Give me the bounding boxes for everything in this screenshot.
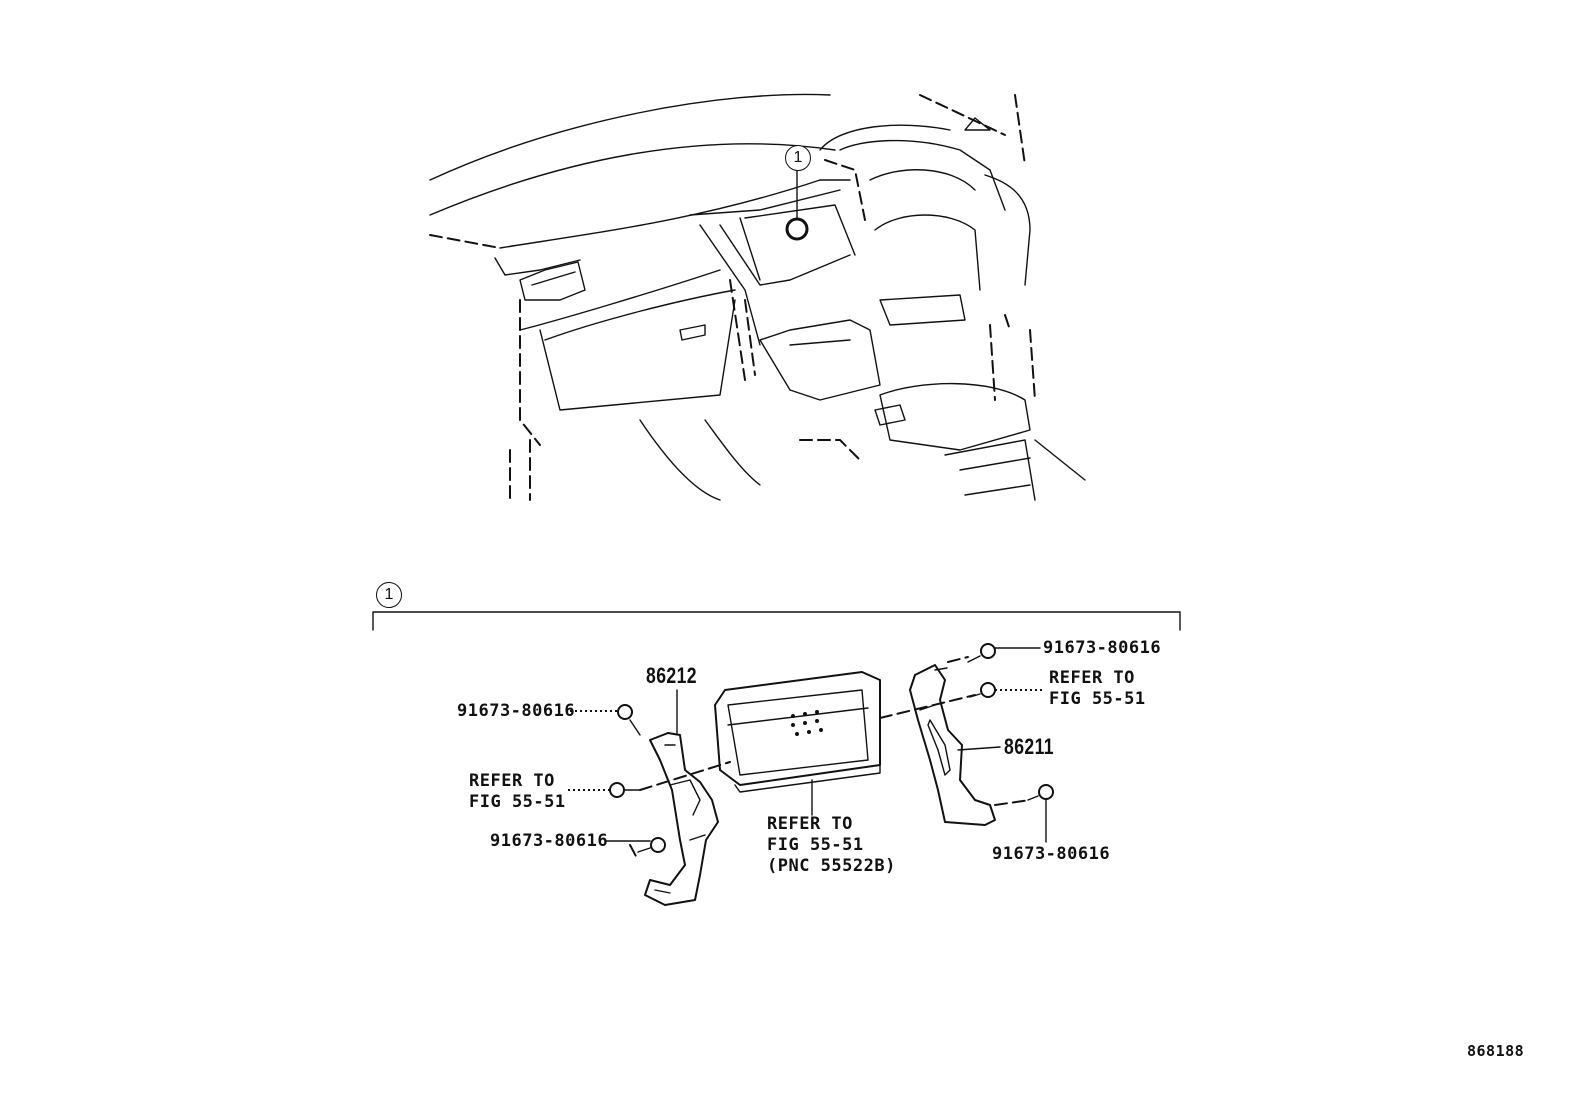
diagram-id: 868188 (1467, 1042, 1525, 1060)
bolt-label-left-top: 91673-80616 (457, 701, 576, 721)
part-number-86211: 86211 (1004, 734, 1054, 759)
refer-center-line2: FIG 55-51 (767, 835, 864, 855)
callout-1-detail: 1 (376, 582, 402, 608)
refer-left-line2: FIG 55-51 (469, 792, 566, 812)
refer-left-line1: REFER TO (469, 771, 555, 791)
detail-bracket-line (372, 611, 1181, 631)
leader-lines (568, 647, 1047, 861)
refer-right-line1: REFER TO (1049, 668, 1135, 688)
location-marker-icon (785, 217, 809, 241)
bolt-label-right-bottom: 91673-80616 (992, 844, 1111, 864)
dashboard-illustration (429, 93, 1086, 501)
right-bracket-86211 (909, 664, 1001, 826)
callout-1-top: 1 (785, 145, 811, 171)
left-bracket-86212 (644, 689, 719, 906)
refer-center-line3: (PNC 55522B) (767, 856, 896, 876)
refer-center-line1: REFER TO (767, 814, 853, 834)
refer-right-line2: FIG 55-51 (1049, 689, 1146, 709)
bolt-label-right-top: 91673-80616 (1043, 638, 1162, 658)
part-number-86212: 86212 (646, 663, 697, 688)
display-unit (714, 671, 881, 816)
bolt-label-left-bottom: 91673-80616 (490, 831, 609, 851)
